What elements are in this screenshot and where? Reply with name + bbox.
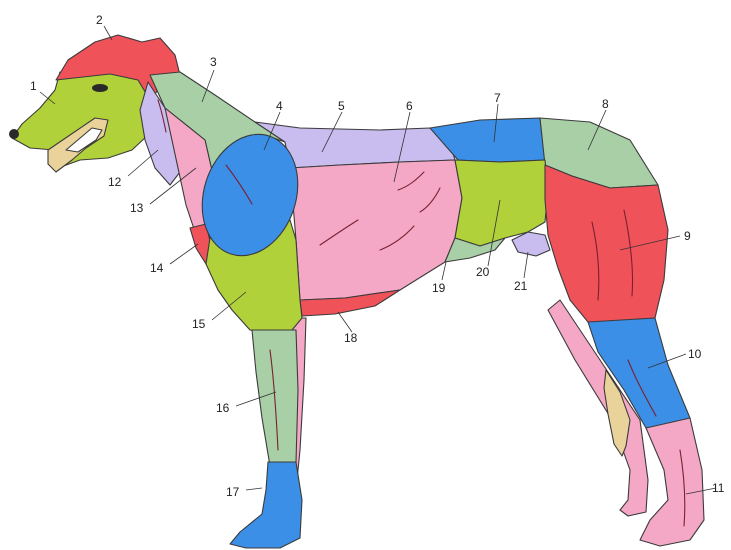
label-14: 14 — [150, 261, 164, 275]
label-11: 11 — [712, 481, 725, 495]
label-10: 10 — [688, 347, 702, 361]
label-3: 3 — [210, 55, 217, 69]
label-2: 2 — [96, 13, 103, 27]
region-6-ribs — [290, 160, 462, 300]
region-17-fore-paw — [230, 462, 302, 548]
label-17: 17 — [226, 485, 240, 499]
region-21-sheath — [512, 232, 550, 256]
label-8: 8 — [602, 97, 609, 111]
label-12: 12 — [108, 175, 122, 189]
region-11-hind-paw — [640, 418, 704, 546]
label-18: 18 — [344, 331, 358, 345]
label-16: 16 — [216, 401, 230, 415]
label-6: 6 — [406, 99, 413, 113]
eye — [92, 84, 108, 92]
label-1: 1 — [30, 79, 37, 93]
label-13: 13 — [130, 201, 144, 215]
nose — [9, 129, 19, 139]
label-19: 19 — [432, 281, 446, 295]
label-7: 7 — [494, 91, 501, 105]
label-5: 5 — [338, 99, 345, 113]
label-9: 9 — [684, 229, 691, 243]
label-15: 15 — [192, 317, 206, 331]
label-4: 4 — [276, 99, 283, 113]
label-21: 21 — [514, 279, 528, 293]
label-20: 20 — [476, 265, 490, 279]
